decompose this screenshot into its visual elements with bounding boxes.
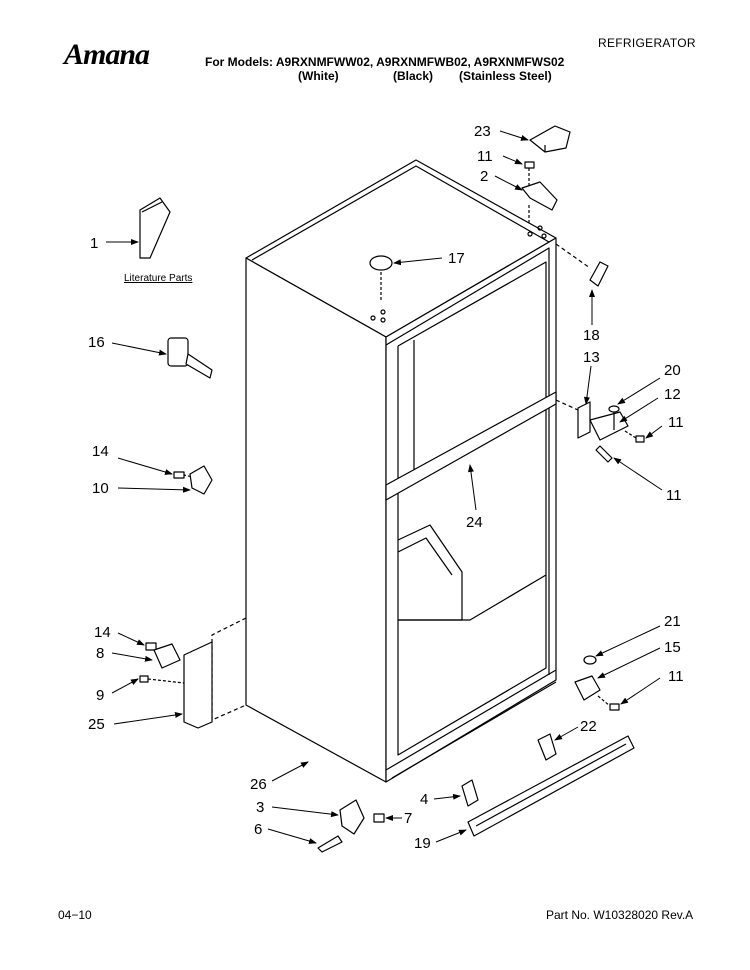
callout-11: 11 [668,414,684,431]
callout-22: 22 [580,718,597,735]
callout-1: 1 [90,235,98,252]
amana-logo: Amana [64,38,150,71]
callout-6: 6 [254,821,262,838]
callout-leaders [106,130,663,844]
document-type: REFRIGERATOR [598,36,696,50]
callout-11: 11 [668,668,684,685]
callout-24: 24 [466,514,483,531]
callout-26: 26 [250,776,267,793]
variant-black: (Black) [393,69,434,83]
callout-13: 13 [583,349,600,366]
callout-20: 20 [664,362,681,379]
top-hinge-2 [521,181,558,211]
callout-4: 4 [420,791,428,808]
callout-7: 7 [404,810,412,827]
door-stop-bracket-10 [173,465,213,495]
literature-parts-label: Literature Parts [124,273,192,284]
callout-11: 11 [666,487,682,504]
callout-14: 14 [92,443,109,460]
callout-17: 17 [448,250,465,267]
callout-19: 19 [414,835,431,852]
callout-9: 9 [96,687,104,704]
part-number: Part No. W10328020 Rev.A [546,908,694,922]
callout-25: 25 [88,716,105,733]
callout-12: 12 [664,386,681,403]
clip-4 [461,779,479,807]
callout-3: 3 [256,799,264,816]
variant-white: (White) [298,69,339,83]
variant-stainless: (Stainless Steel) [459,69,552,83]
screw-11-top [524,161,535,186]
callout-8: 8 [96,645,104,662]
callout-14: 14 [94,624,111,641]
callout-11: 11 [477,148,493,165]
toe-grille-19 [467,735,635,837]
door-stop-16 [167,337,213,379]
callout-16: 16 [88,334,105,351]
refrigerator-cabinet [245,159,557,783]
center-hinge-assembly [555,399,645,463]
callout-10: 10 [92,480,109,497]
callout-21: 21 [664,613,681,630]
hinge-pin-18 [589,261,609,287]
models-line: For Models: A9RXNMFWW02, A9RXNMFWB02, A9… [205,55,565,69]
literature-book [139,197,171,259]
callout-23: 23 [474,123,491,140]
model-variants: (White) (Black) (Stainless Steel) [298,69,552,83]
callout-15: 15 [664,639,681,656]
callout-18: 18 [583,327,600,344]
lower-hinge-left [139,641,213,729]
revision-date: 04−10 [58,908,92,922]
callout-2: 2 [480,168,488,185]
hinge-cover-23 [529,125,571,153]
lower-hinge-right [574,655,620,711]
plug-17 [369,255,393,271]
grille-clip-22 [537,733,557,761]
leveling-leg [317,799,385,853]
